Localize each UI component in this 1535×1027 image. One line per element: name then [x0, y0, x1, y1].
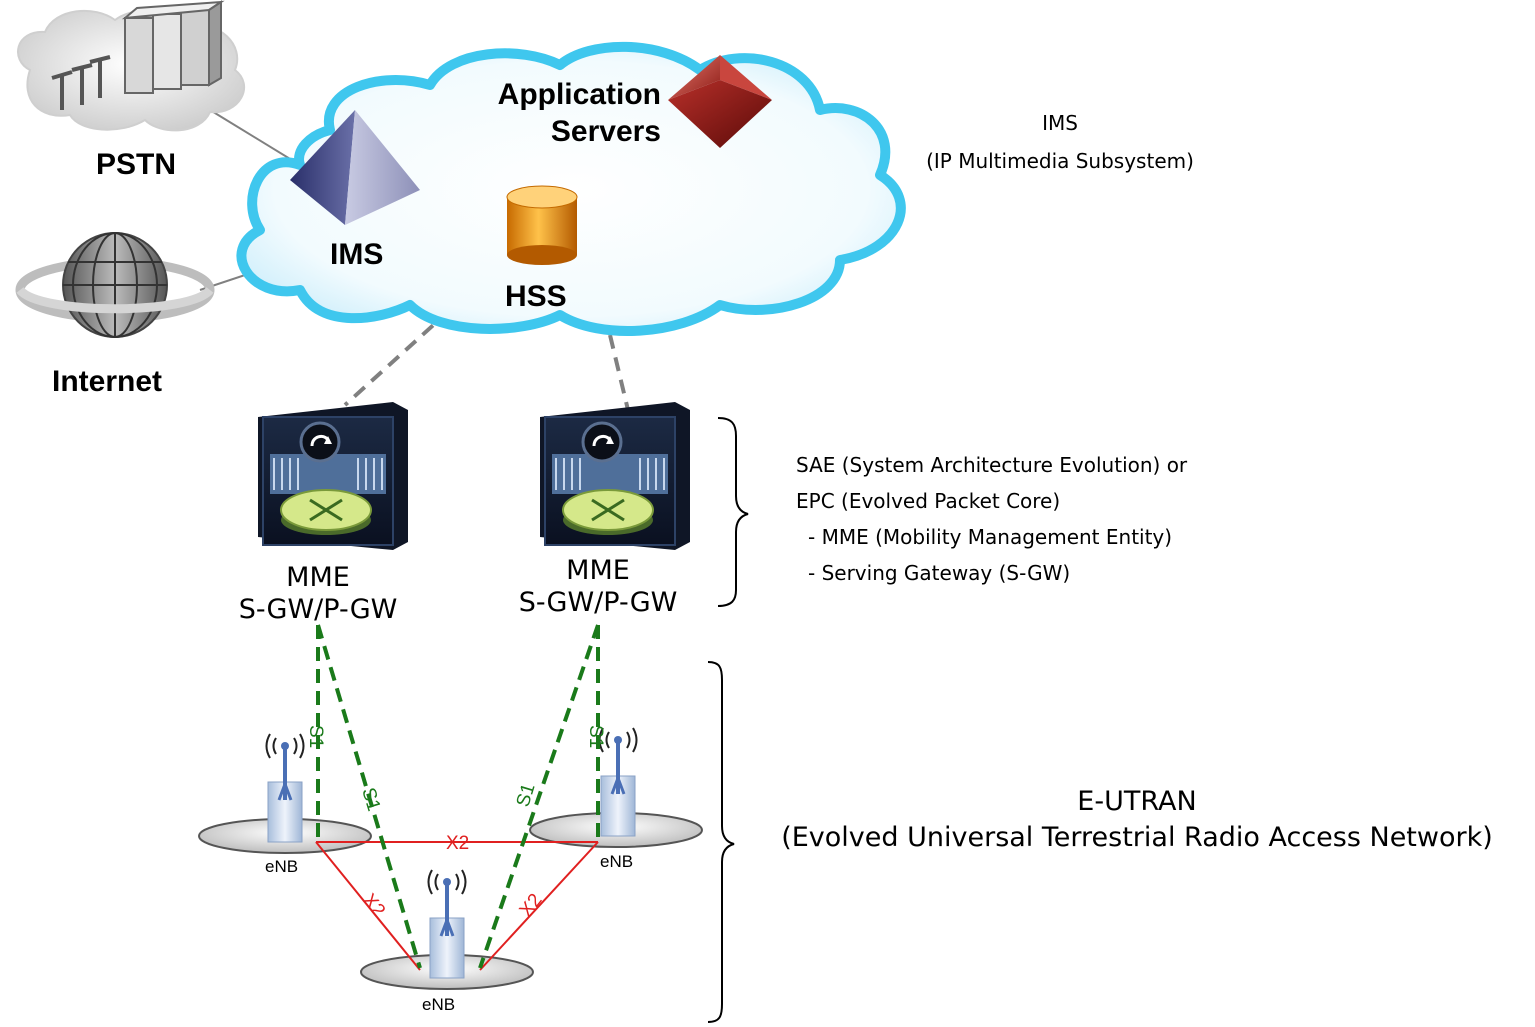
- epc-desc-line3: - MME (Mobility Management Entity): [808, 525, 1173, 549]
- mme-right-line2: S-GW/P-GW: [518, 587, 678, 618]
- epc-desc-line1: SAE (System Architecture Evolution) or: [796, 453, 1188, 477]
- x2-label-left: X2: [358, 890, 389, 921]
- epc-desc-line4: - Serving Gateway (S-GW): [808, 561, 1071, 585]
- enb-right-tower-icon: [598, 727, 638, 837]
- s1-label-right-b: S1: [513, 781, 540, 809]
- ims-desc-line1: IMS: [1042, 111, 1078, 135]
- mme-server-right-icon: [540, 402, 690, 550]
- s1-label-right-a: S1: [585, 725, 606, 748]
- pstn-cloud-icon: [17, 0, 246, 132]
- mme-right-label: MME S-GW/P-GW: [500, 555, 696, 619]
- hss-label: HSS: [505, 280, 567, 313]
- eutran-desc-line2: (Evolved Universal Terrestrial Radio Acc…: [781, 822, 1493, 853]
- mme-server-left-icon: [258, 402, 408, 550]
- application-server-icon: [668, 55, 772, 148]
- ims-label: IMS: [330, 238, 384, 271]
- enb-bottom-tower-icon: [427, 869, 467, 979]
- eutran-description: E-UTRAN (Evolved Universal Terrestrial R…: [752, 784, 1522, 856]
- enb-bottom-label: eNB: [422, 995, 456, 1014]
- pstn-link: [209, 109, 301, 166]
- enb-right-label: eNB: [600, 852, 634, 871]
- s1-link-left-b: [316, 624, 422, 969]
- ims-desc-line2: (IP Multimedia Subsystem): [926, 149, 1194, 173]
- ims-pyramid-icon: [290, 110, 420, 225]
- s1-label-left-b: S1: [357, 785, 384, 813]
- ims-description: IMS (IP Multimedia Subsystem): [880, 104, 1240, 180]
- x2-link-right: [479, 841, 599, 971]
- internet-globe-icon: [15, 232, 215, 338]
- app-servers-label-2: Servers: [550, 115, 661, 148]
- x2-link-left: [315, 841, 421, 971]
- s1-label-left-a: S1: [305, 725, 326, 748]
- x2-label-top: X2: [446, 833, 469, 854]
- mme-left-label: MME S-GW/P-GW: [220, 562, 416, 626]
- eutran-brace: [707, 661, 735, 1023]
- pstn-label: PSTN: [96, 148, 177, 181]
- enb-left-tower-icon: [265, 733, 305, 843]
- core-link-left: [343, 308, 452, 407]
- eutran-desc-line1: E-UTRAN: [1077, 786, 1197, 817]
- core-link-right: [608, 334, 630, 411]
- app-servers-label-1: Application: [497, 78, 661, 111]
- mme-left-line1: MME: [286, 562, 350, 593]
- epc-desc-line2: EPC (Evolved Packet Core): [796, 489, 1061, 513]
- x2-label-right: X2: [516, 890, 547, 921]
- epc-description: SAE (System Architecture Evolution) or E…: [796, 447, 1187, 591]
- enb-left-label: eNB: [265, 857, 299, 876]
- s1-link-right-b: [478, 624, 600, 969]
- internet-label: Internet: [52, 365, 163, 398]
- hss-database-icon: [506, 185, 578, 265]
- mme-left-line2: S-GW/P-GW: [238, 594, 398, 625]
- epc-brace: [717, 417, 749, 607]
- mme-right-line1: MME: [566, 555, 630, 586]
